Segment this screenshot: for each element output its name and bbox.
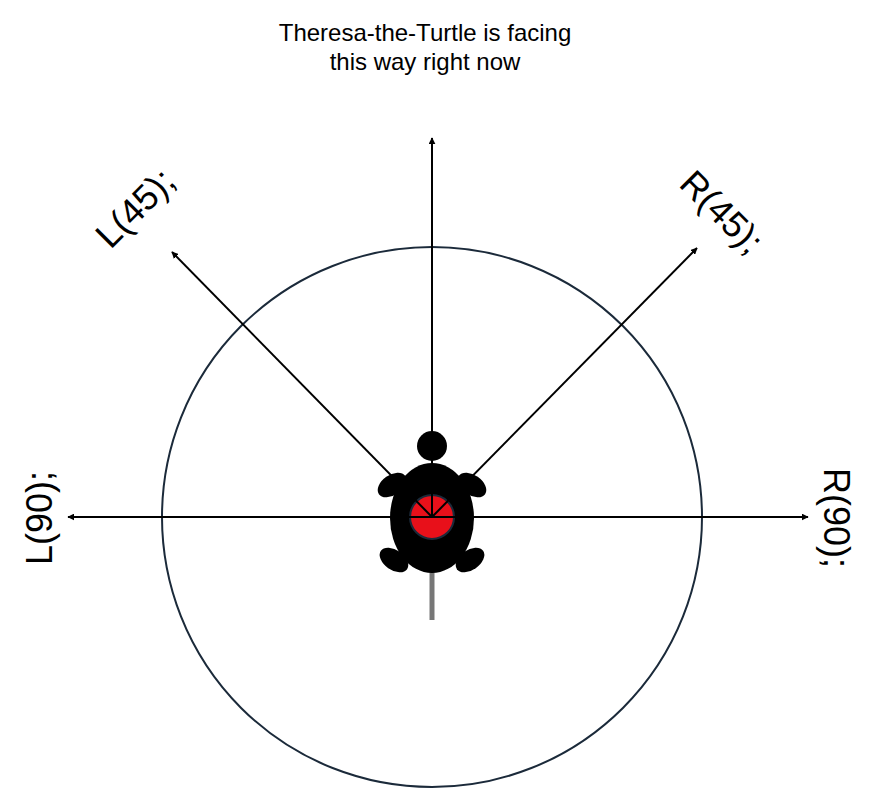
turn-label: R(90); xyxy=(814,468,857,568)
direction-arrows xyxy=(68,138,808,517)
facing-note: Theresa-the-Turtle is facing this way ri… xyxy=(260,19,590,77)
turn-label: L(45); xyxy=(86,159,183,256)
turn-label: R(45); xyxy=(671,161,772,262)
turn-label: L(90); xyxy=(18,471,61,565)
